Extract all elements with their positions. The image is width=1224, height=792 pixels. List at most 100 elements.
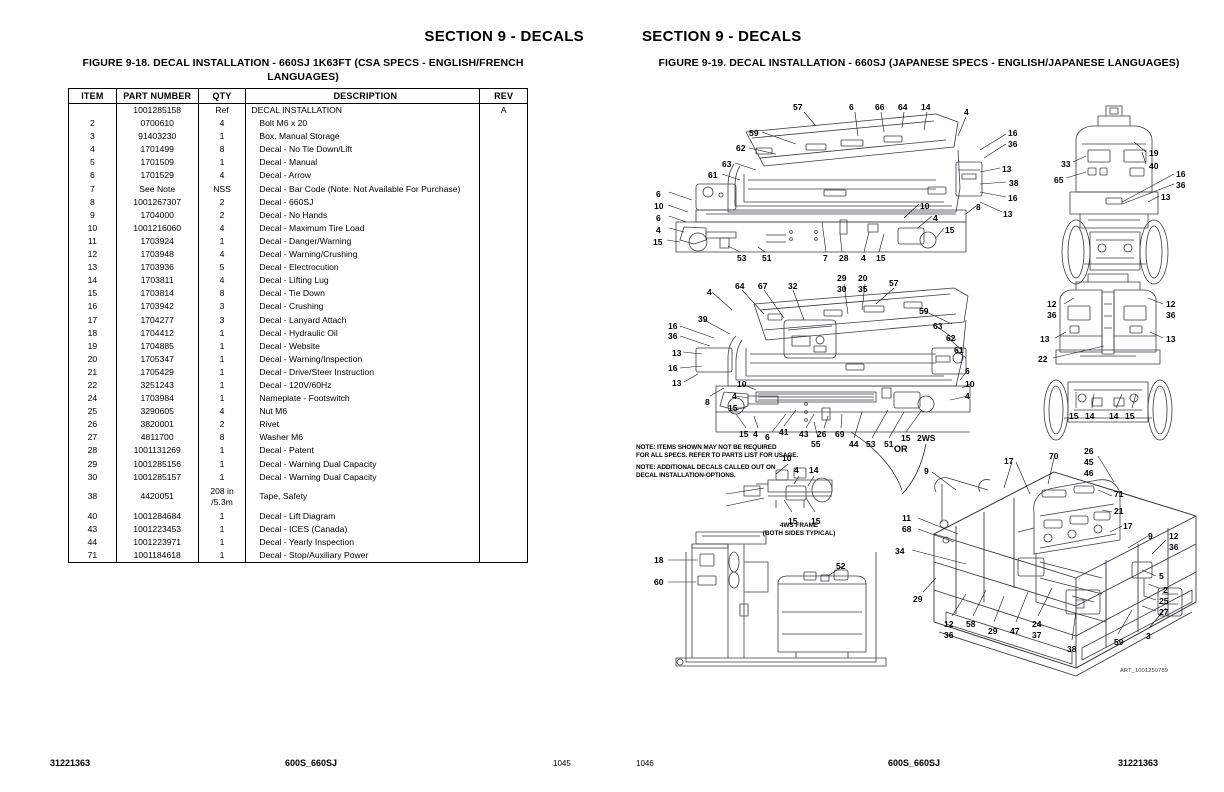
callout-26: 26 — [1084, 446, 1094, 456]
callout-15: 15 — [901, 433, 911, 443]
cell-rev — [479, 405, 528, 419]
cell-rev: A — [479, 103, 528, 118]
cell-part: 1703811 — [115, 274, 199, 288]
callout-4: 4 — [794, 465, 799, 475]
callout-46: 46 — [1084, 468, 1094, 478]
cell-part: 0700610 — [115, 117, 199, 131]
cell-rev — [479, 195, 528, 209]
callout-13: 13 — [672, 348, 682, 358]
callout-59: 59 — [749, 128, 759, 138]
cell-qty: 1 — [197, 392, 247, 406]
cell-item: 8 — [68, 195, 117, 209]
callout-14: 14 — [1085, 411, 1095, 421]
cell-rev — [479, 523, 528, 537]
cell-desc: Bolt M6 x 20 — [245, 117, 481, 131]
callout-70: 70 — [1049, 451, 1059, 461]
callout-62: 62 — [736, 143, 746, 153]
callout-13: 13 — [1166, 334, 1176, 344]
callout-36: 36 — [1047, 310, 1057, 320]
cell-rev — [479, 300, 528, 314]
callout-57: 57 — [793, 102, 803, 112]
callout-10: 10 — [920, 201, 930, 211]
cell-rev — [479, 313, 528, 327]
cell-qty: 1 — [197, 536, 247, 550]
callout-4: 4 — [861, 253, 866, 263]
callout-4: 4 — [732, 391, 737, 401]
callout-36: 36 — [1166, 310, 1176, 320]
callout-6: 6 — [849, 102, 854, 112]
callout-14: 14 — [809, 465, 819, 475]
cell-rev — [479, 444, 528, 458]
cell-part: 1704277 — [115, 313, 199, 327]
callout-17: 17 — [1004, 456, 1014, 466]
column-header-rev: REV — [479, 88, 528, 104]
parts-table: ITEM PART NUMBER QTY DESCRIPTION REV 100… — [68, 88, 528, 564]
cell-part: 3251243 — [115, 378, 199, 393]
cell-desc: Decal - Warning Dual Capacity — [245, 470, 481, 484]
cell-rev — [479, 418, 528, 432]
callout-39: 39 — [698, 314, 708, 324]
cell-part: 1001267307 — [115, 195, 199, 209]
cell-qty: 208 in/5.3m — [197, 483, 247, 510]
callout-15: 15 — [653, 237, 663, 247]
callout-38: 38 — [1067, 644, 1077, 654]
cell-rev — [479, 431, 528, 445]
callout-55: 55 — [811, 439, 821, 449]
note-additional-decals: NOTE: ADDITIONAL DECALS CALLED OUT ON DE… — [636, 464, 776, 479]
cell-part: 1704885 — [115, 339, 199, 353]
callout-10: 10 — [965, 379, 975, 389]
illustration-linework — [666, 105, 1197, 677]
callout-37: 37 — [1032, 630, 1042, 640]
column-header-item: ITEM — [68, 88, 117, 104]
callout-40: 40 — [1149, 161, 1159, 171]
callout-18: 18 — [654, 555, 664, 565]
cell-desc: Decal - No Hands — [245, 208, 481, 222]
cell-rev — [479, 208, 528, 222]
cell-rev — [479, 169, 528, 183]
callout-11: 11 — [902, 513, 911, 523]
callout-33: 33 — [1061, 159, 1071, 169]
callout-13: 13 — [1003, 209, 1013, 219]
cell-desc: Rivet — [245, 418, 481, 432]
callout-53: 53 — [737, 253, 747, 263]
cell-rev — [479, 182, 528, 196]
or-label: OR — [894, 444, 908, 454]
cell-qty: 5 — [197, 261, 247, 275]
cell-qty: 3 — [197, 313, 247, 327]
callout-62: 62 — [946, 333, 956, 343]
cell-desc: Nameplate - Footswitch — [245, 392, 481, 406]
cell-rev — [479, 261, 528, 275]
callout-12: 12 — [1047, 299, 1057, 309]
callout-12: 12 — [944, 619, 954, 629]
cell-rev — [479, 143, 528, 157]
cell-rev — [479, 221, 528, 235]
cell-part: 1705429 — [115, 365, 199, 379]
cell-desc: Decal - Lanyard Attach — [245, 313, 481, 327]
cell-item: 11 — [68, 234, 117, 249]
callout-2WS: 2WS — [917, 433, 936, 443]
callout-12: 12 — [1166, 299, 1176, 309]
right-section-header: SECTION 9 - DECALS — [642, 28, 802, 45]
callout-29: 29 — [837, 273, 847, 283]
cell-desc: Box, Manual Storage — [245, 130, 481, 144]
cell-part: 3820001 — [115, 418, 199, 432]
cell-qty: Ref — [197, 103, 247, 118]
right-footer-doc-number: 31221363 — [1118, 758, 1159, 768]
cell-qty: 1 — [197, 365, 247, 379]
cell-item: 18 — [68, 326, 117, 340]
column-header-part: PART NUMBER — [115, 88, 199, 104]
callout-15: 15 — [945, 225, 955, 235]
callout-64: 64 — [898, 102, 908, 112]
callout-36: 36 — [944, 630, 954, 640]
cell-qty: 4 — [197, 274, 247, 288]
callout-19: 19 — [1149, 148, 1159, 158]
cell-qty: 1 — [197, 509, 247, 523]
